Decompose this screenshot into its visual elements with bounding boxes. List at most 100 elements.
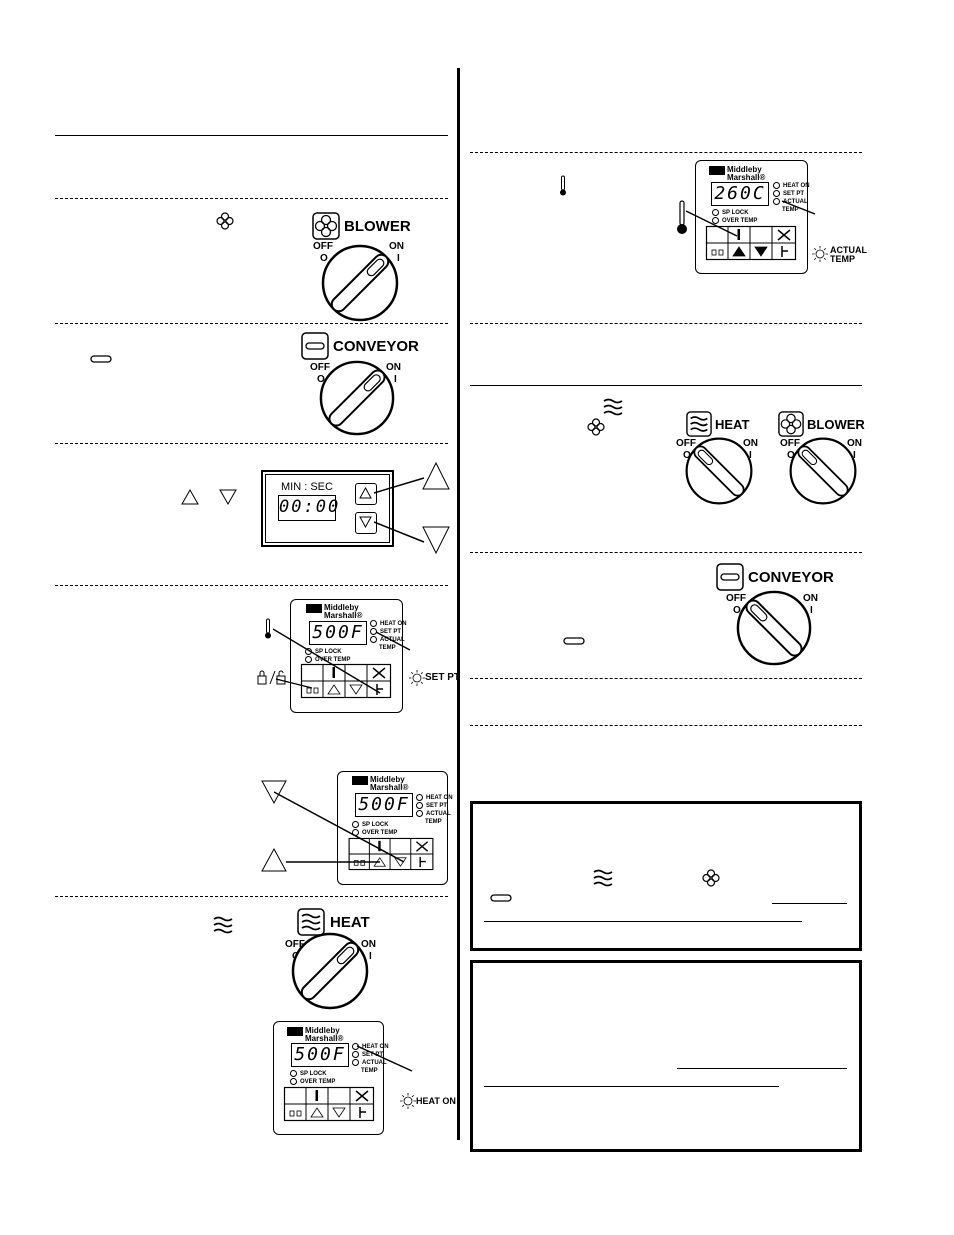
lock-unlock-icon xyxy=(257,670,286,685)
knob-off-label: OFF xyxy=(310,362,330,373)
indicator-label: OVER TEMP xyxy=(362,830,398,837)
conveyor-knob-badge-icon xyxy=(716,563,744,591)
indicator-set-pt: SET PT xyxy=(773,190,804,198)
step-divider xyxy=(470,678,862,679)
knob-off-symbol: O xyxy=(683,450,691,461)
heat-knob[interactable] xyxy=(290,931,370,1011)
indicator-label: HEAT ON xyxy=(362,1044,389,1051)
heat-knob-title: HEAT xyxy=(330,914,370,931)
brand-line-1: Middleby xyxy=(324,603,359,612)
column-divider xyxy=(457,68,460,1140)
knob-on-label: ON xyxy=(743,438,758,449)
indicator-label: ACTUAL xyxy=(426,811,451,818)
blower-knob[interactable] xyxy=(788,436,858,506)
indicator-label: HEAT ON xyxy=(380,621,407,628)
set-pt-led-icon xyxy=(409,670,425,686)
indicator-heat-on: HEAT ON xyxy=(370,620,407,628)
thermometer-callout-icon xyxy=(677,200,687,234)
up-arrow-callout-icon xyxy=(261,847,287,872)
knob-on-symbol: I xyxy=(369,951,372,962)
step-divider xyxy=(55,896,448,897)
actual-temp-callout-line-2: TEMP xyxy=(830,254,856,264)
controller-keypad[interactable] xyxy=(705,225,797,261)
step-divider xyxy=(470,725,862,726)
heat-on-callout: HEAT ON xyxy=(416,1096,456,1106)
indicator-label: ACTUAL xyxy=(362,1060,387,1067)
knob-on-label: ON xyxy=(361,939,376,950)
actual-temp-led-icon xyxy=(812,246,828,262)
knob-off-label: OFF xyxy=(285,939,305,950)
indicator-over-temp: OVER TEMP xyxy=(290,1078,335,1086)
indicator-set-pt: SET PT xyxy=(352,1051,383,1059)
indicator-label: SP LOCK xyxy=(315,649,342,656)
conveyor-timer-panel xyxy=(261,470,394,547)
indicator-label: TEMP xyxy=(425,819,442,826)
indicator-label: OVER TEMP xyxy=(315,657,351,664)
brand-line-2: Marshall® xyxy=(370,783,409,792)
indicator-sp-lock: SP LOCK xyxy=(352,821,389,829)
middleby-logo-icon xyxy=(709,166,725,175)
conveyor-knob[interactable] xyxy=(318,359,396,437)
indicator-heat-on: HEAT ON xyxy=(773,182,810,190)
knob-off-label: OFF xyxy=(313,241,333,252)
blower-icon xyxy=(702,869,720,887)
conveyor-knob-badge-icon xyxy=(301,332,329,360)
note-box xyxy=(470,960,862,1152)
temperature-display: 500F xyxy=(291,1043,349,1067)
note-box xyxy=(470,801,862,951)
up-arrow-icon xyxy=(181,488,199,505)
timer-up-button[interactable] xyxy=(355,483,377,505)
blower-knob-badge-icon xyxy=(312,212,340,240)
blower-knob[interactable] xyxy=(320,243,400,323)
middleby-logo-icon xyxy=(287,1027,303,1036)
heat-knob[interactable] xyxy=(684,436,754,506)
indicator-set-pt: SET PT xyxy=(416,802,447,810)
knob-off-label: OFF xyxy=(676,438,696,449)
knob-off-symbol: O xyxy=(320,253,328,264)
blower-icon xyxy=(216,212,234,230)
heat-icon xyxy=(593,869,613,887)
conveyor-timer-inner xyxy=(265,474,390,543)
indicator-label: TEMP xyxy=(379,645,396,652)
step-divider xyxy=(55,443,448,444)
controller-keypad[interactable] xyxy=(283,1086,375,1122)
step-divider xyxy=(470,552,862,553)
conveyor-icon xyxy=(490,894,512,902)
underline xyxy=(484,1086,779,1087)
thermometer-icon xyxy=(265,618,271,639)
down-arrow-callout-icon xyxy=(261,780,287,805)
step-divider xyxy=(55,585,448,586)
conveyor-knob[interactable] xyxy=(735,589,813,667)
indicator-label: SET PT xyxy=(362,1052,384,1059)
section-rule-left xyxy=(55,135,448,136)
step-divider xyxy=(55,198,448,199)
knob-off-label: OFF xyxy=(726,593,746,604)
brand-line-1: Middleby xyxy=(305,1026,340,1035)
indicator-label: SP LOCK xyxy=(300,1071,327,1078)
indicator-label: TEMP xyxy=(782,207,799,214)
indicator-sp-lock: SP LOCK xyxy=(712,209,749,217)
heat-knob-badge-icon xyxy=(686,411,712,437)
down-arrow-icon xyxy=(219,489,237,506)
indicator-heat-on: HEAT ON xyxy=(416,794,453,802)
heat-icon xyxy=(213,916,233,934)
timer-display: 00:00 xyxy=(278,495,338,521)
indicator-over-temp: OVER TEMP xyxy=(712,217,757,225)
brand-line-2: Marshall® xyxy=(727,173,766,182)
knob-off-symbol: O xyxy=(733,605,741,616)
blower-knob-title: BLOWER xyxy=(344,218,411,235)
knob-on-label: ON xyxy=(386,362,401,373)
knob-on-symbol: I xyxy=(853,450,856,461)
controller-keypad[interactable] xyxy=(300,663,392,699)
knob-on-label: ON xyxy=(847,438,862,449)
down-arrow-callout-icon xyxy=(422,526,450,555)
blower-knob-title: BLOWER xyxy=(807,417,865,432)
set-pt-callout: SET PT xyxy=(425,672,461,683)
brand-line-2: Marshall® xyxy=(305,1034,344,1043)
